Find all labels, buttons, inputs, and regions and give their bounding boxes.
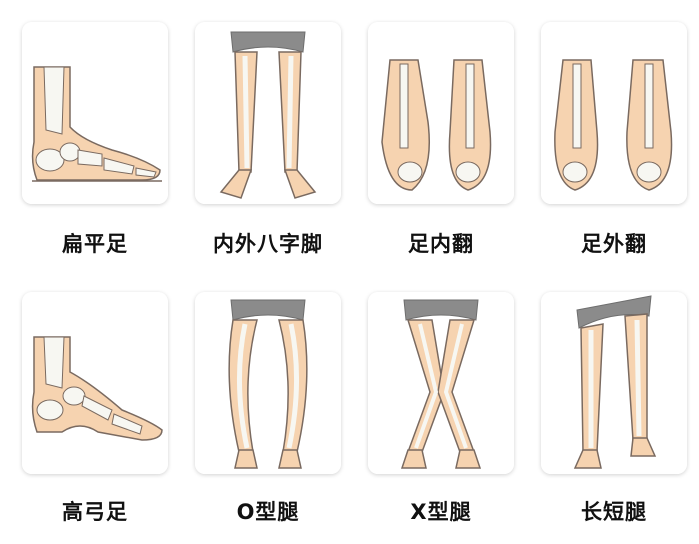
toe-out-card — [195, 22, 341, 204]
o-legs-card — [195, 292, 341, 474]
high-arch-card — [22, 292, 168, 474]
uneven-legs-card — [541, 292, 687, 474]
legs-x-icon — [368, 292, 514, 474]
foot-side-icon — [22, 292, 168, 474]
item-label: 高弓足 — [62, 500, 128, 524]
flat-feet-card — [22, 22, 168, 204]
item-label: 足内翻 — [408, 232, 474, 256]
legs-o-icon — [195, 292, 341, 474]
item-label: 足外翻 — [581, 232, 647, 256]
feet-back-icon — [541, 22, 687, 204]
item-label: 长短腿 — [581, 500, 647, 524]
legs-toe-out-icon — [195, 22, 341, 204]
inversion-card — [368, 22, 514, 204]
x-legs-card — [368, 292, 514, 474]
item-label: O型腿 — [236, 500, 300, 524]
item-label: X型腿 — [410, 500, 472, 524]
item-label: 扁平足 — [62, 232, 128, 256]
legs-uneven-icon — [541, 292, 687, 474]
eversion-card — [541, 22, 687, 204]
item-label: 内外八字脚 — [213, 232, 323, 256]
foot-side-icon — [22, 22, 168, 204]
feet-back-icon — [368, 22, 514, 204]
